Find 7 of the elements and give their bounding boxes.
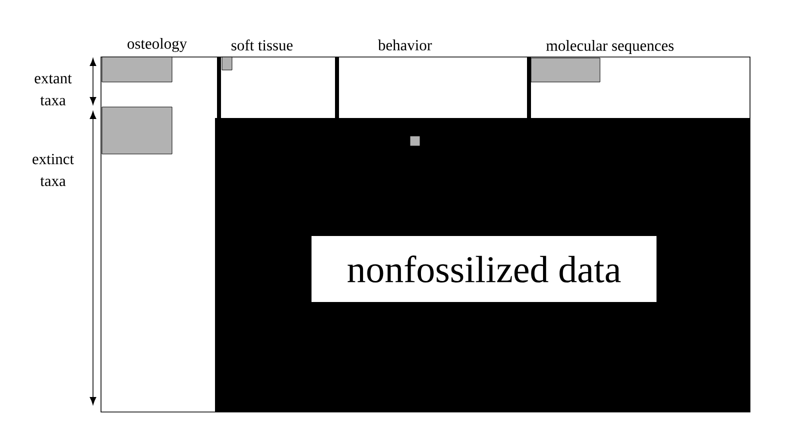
column-header: behavior: [378, 40, 432, 50]
column-header: soft tissue: [232, 39, 293, 50]
column-header: molecular sequences: [546, 40, 674, 54]
row-label: extinct taxa: [32, 154, 74, 186]
row-label: extant taxa: [34, 74, 72, 106]
column-header: osteology: [128, 38, 187, 52]
text-box: nonfossilized data: [312, 236, 656, 302]
